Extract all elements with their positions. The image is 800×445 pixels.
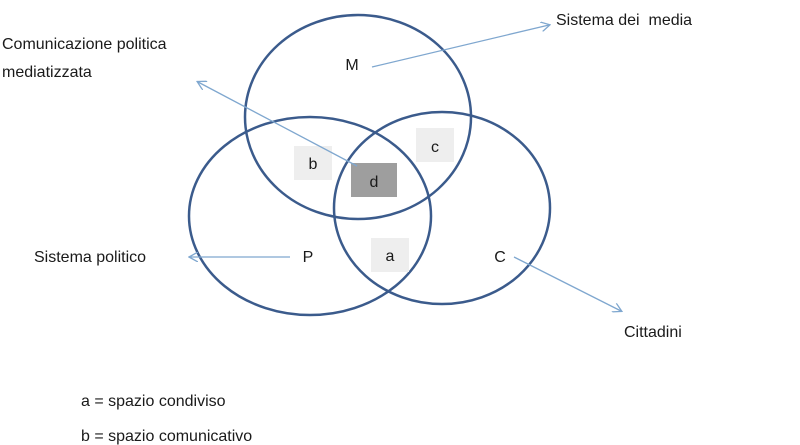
circle-letter-m: M [345, 57, 358, 74]
label-comunicazione-line2: mediatizzata [2, 64, 92, 81]
label-sistema-media: Sistema dei media [556, 12, 692, 29]
zone-a-box [371, 238, 409, 272]
circle-letter-p: P [303, 249, 314, 266]
arrow-cittadini [513, 256, 621, 311]
zone-label-d: d [370, 174, 379, 191]
legend-a: a = spazio condiviso [81, 393, 226, 410]
label-sistema-politico: Sistema politico [34, 249, 146, 266]
zone-c-box [416, 128, 454, 162]
zone-label-b: b [309, 156, 318, 173]
label-comunicazione-line1: Comunicazione politica [2, 36, 167, 53]
arrow-media [371, 25, 549, 68]
circle-letter-c: C [494, 249, 506, 266]
arrow-intersection [198, 82, 358, 167]
zone-label-a: a [386, 248, 395, 265]
zone-label-c: c [431, 139, 439, 156]
legend-b: b = spazio comunicativo [81, 428, 252, 445]
label-cittadini: Cittadini [624, 324, 682, 341]
zone-d-box [351, 163, 397, 197]
circle-cittadini [332, 110, 552, 306]
circle-media [243, 13, 473, 221]
zone-b-box [294, 146, 332, 180]
circle-politico [187, 115, 433, 317]
